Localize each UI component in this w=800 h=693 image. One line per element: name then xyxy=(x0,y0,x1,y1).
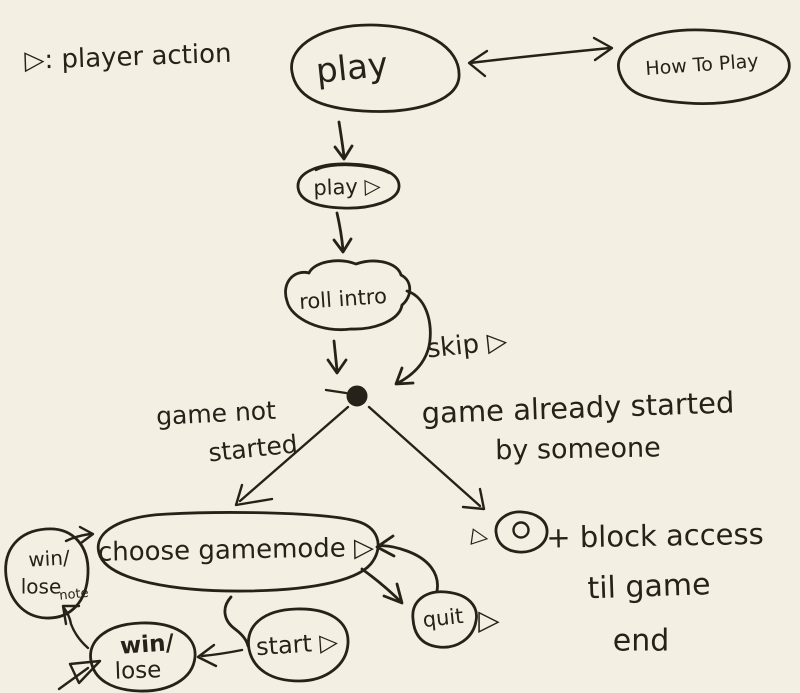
arrow-winlose-to-note xyxy=(62,606,90,650)
blocked-note-line2: til game xyxy=(586,567,712,607)
arrow-quit-to-choose-head xyxy=(375,534,396,558)
arrow-note-to-choose xyxy=(64,532,92,543)
junction-dot xyxy=(346,385,368,407)
eye-icon-pupil xyxy=(512,521,530,539)
win-lose-note-label-note: note xyxy=(58,585,90,604)
eye-icon xyxy=(494,510,549,554)
branch-game-started-line xyxy=(367,405,482,508)
blocked-note-line3: end xyxy=(612,623,670,659)
quit-node-outline xyxy=(411,590,478,649)
win-lose-node-label-line2: lose xyxy=(114,657,162,685)
branch-game-started-head xyxy=(461,487,486,511)
start-node-outline xyxy=(247,607,350,683)
skip-arrow-head xyxy=(394,366,415,386)
junction-dot-tail xyxy=(324,388,348,395)
winlose-incoming-tail xyxy=(57,666,90,691)
arrow-quit-to-choose xyxy=(377,544,439,593)
start-node-label: start ▷ xyxy=(255,627,339,662)
win-lose-note-label-line1: win/ xyxy=(27,545,71,572)
arrow-start-to-winlose xyxy=(200,648,244,658)
play-node-label: play xyxy=(314,44,390,92)
arrow-playaction-to-rollintro xyxy=(335,211,345,252)
play-action-overdraw xyxy=(314,163,391,175)
winlose-incoming-arrowhead xyxy=(68,659,102,685)
arrow-choose-to-quit-head xyxy=(382,582,404,605)
choose-gamemode-node-label: choose gamemode ▷ xyxy=(97,532,375,568)
arrow-rollintro-to-junction-head xyxy=(326,358,348,375)
win-lose-node-outline xyxy=(89,621,197,693)
double-arrow-right-head xyxy=(592,36,614,62)
blocked-player-action-marker: ▷ xyxy=(469,523,491,551)
branch-game-not-started-head xyxy=(234,483,274,507)
how-to-play-node-outline xyxy=(617,28,791,106)
quit-player-action-marker: ▷ xyxy=(478,603,500,637)
game-not-started-label-line1: game not xyxy=(155,395,277,431)
arrow-play-to-playaction-head xyxy=(333,144,354,161)
arrow-play-to-playaction xyxy=(337,120,346,159)
arrow-playaction-to-rollintro-head xyxy=(332,237,353,254)
win-lose-node-label-line1: win/ xyxy=(119,630,175,660)
play-node-outline xyxy=(290,23,461,113)
arrow-rollintro-to-junction xyxy=(332,339,339,372)
win-lose-note-node-outline xyxy=(4,527,90,620)
arrow-choose-to-start xyxy=(223,595,250,648)
arrow-choose-to-quit xyxy=(360,567,402,603)
arrow-note-to-choose-head xyxy=(78,525,95,545)
arrow-start-to-winlose-head xyxy=(196,643,218,668)
blocked-note-line1: + block access xyxy=(546,516,764,555)
arrow-winlose-to-note-head xyxy=(61,604,81,626)
double-arrow-left-head xyxy=(467,49,489,78)
choose-gamemode-node-outline xyxy=(96,511,380,593)
roll-intro-node-outline xyxy=(284,259,412,332)
game-already-started-label-line2: by someone xyxy=(495,432,661,467)
double-arrow xyxy=(468,46,612,65)
skip-arrow xyxy=(396,289,432,385)
quit-node-label: quit xyxy=(421,603,465,633)
play-action-node-label: play ▷ xyxy=(312,173,382,201)
win-lose-note-label-line2: lose xyxy=(20,574,62,599)
branch-game-not-started-line xyxy=(238,405,350,503)
